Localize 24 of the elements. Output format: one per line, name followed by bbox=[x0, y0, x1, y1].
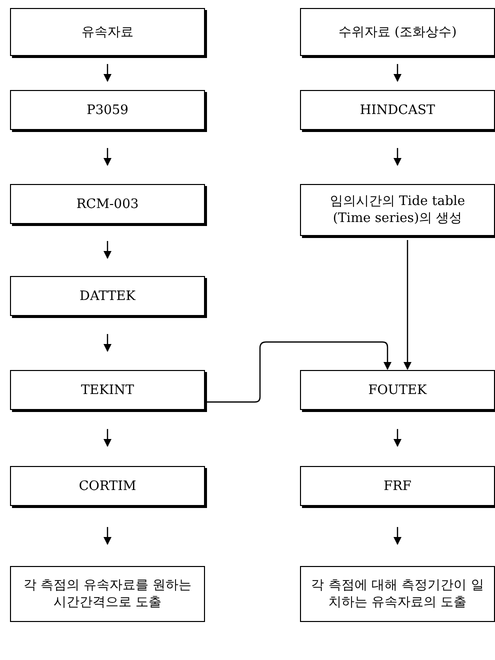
arrow bbox=[104, 241, 112, 259]
process-box: 각 측점에 대해 측정기간이 일치하는 유속자료의 도출 bbox=[300, 566, 495, 622]
arrow bbox=[104, 64, 112, 82]
arrow bbox=[394, 527, 402, 545]
arrow bbox=[394, 148, 402, 166]
process-box: FOUTEK bbox=[300, 370, 495, 410]
process-box: P3059 bbox=[10, 90, 205, 130]
process-box: 유속자료 bbox=[10, 8, 205, 56]
arrow bbox=[104, 148, 112, 166]
arrow bbox=[104, 429, 112, 447]
process-box: 각 측점의 유속자료를 원하는 시간간격으로 도출 bbox=[10, 566, 205, 622]
process-box: FRF bbox=[300, 466, 495, 506]
process-box: HINDCAST bbox=[300, 90, 495, 130]
process-box: CORTIM bbox=[10, 466, 205, 506]
arrow bbox=[104, 527, 112, 545]
process-box: 임의시간의 Tide table (Time series)의 생성 bbox=[300, 184, 495, 236]
arrow bbox=[394, 429, 402, 447]
arrow bbox=[394, 64, 402, 82]
process-box: DATTEK bbox=[10, 276, 205, 316]
process-box: 수위자료 (조화상수) bbox=[300, 8, 495, 56]
process-box: TEKINT bbox=[10, 370, 205, 410]
arrow bbox=[207, 341, 392, 403]
process-box: RCM-003 bbox=[10, 184, 205, 224]
arrow bbox=[104, 334, 112, 352]
